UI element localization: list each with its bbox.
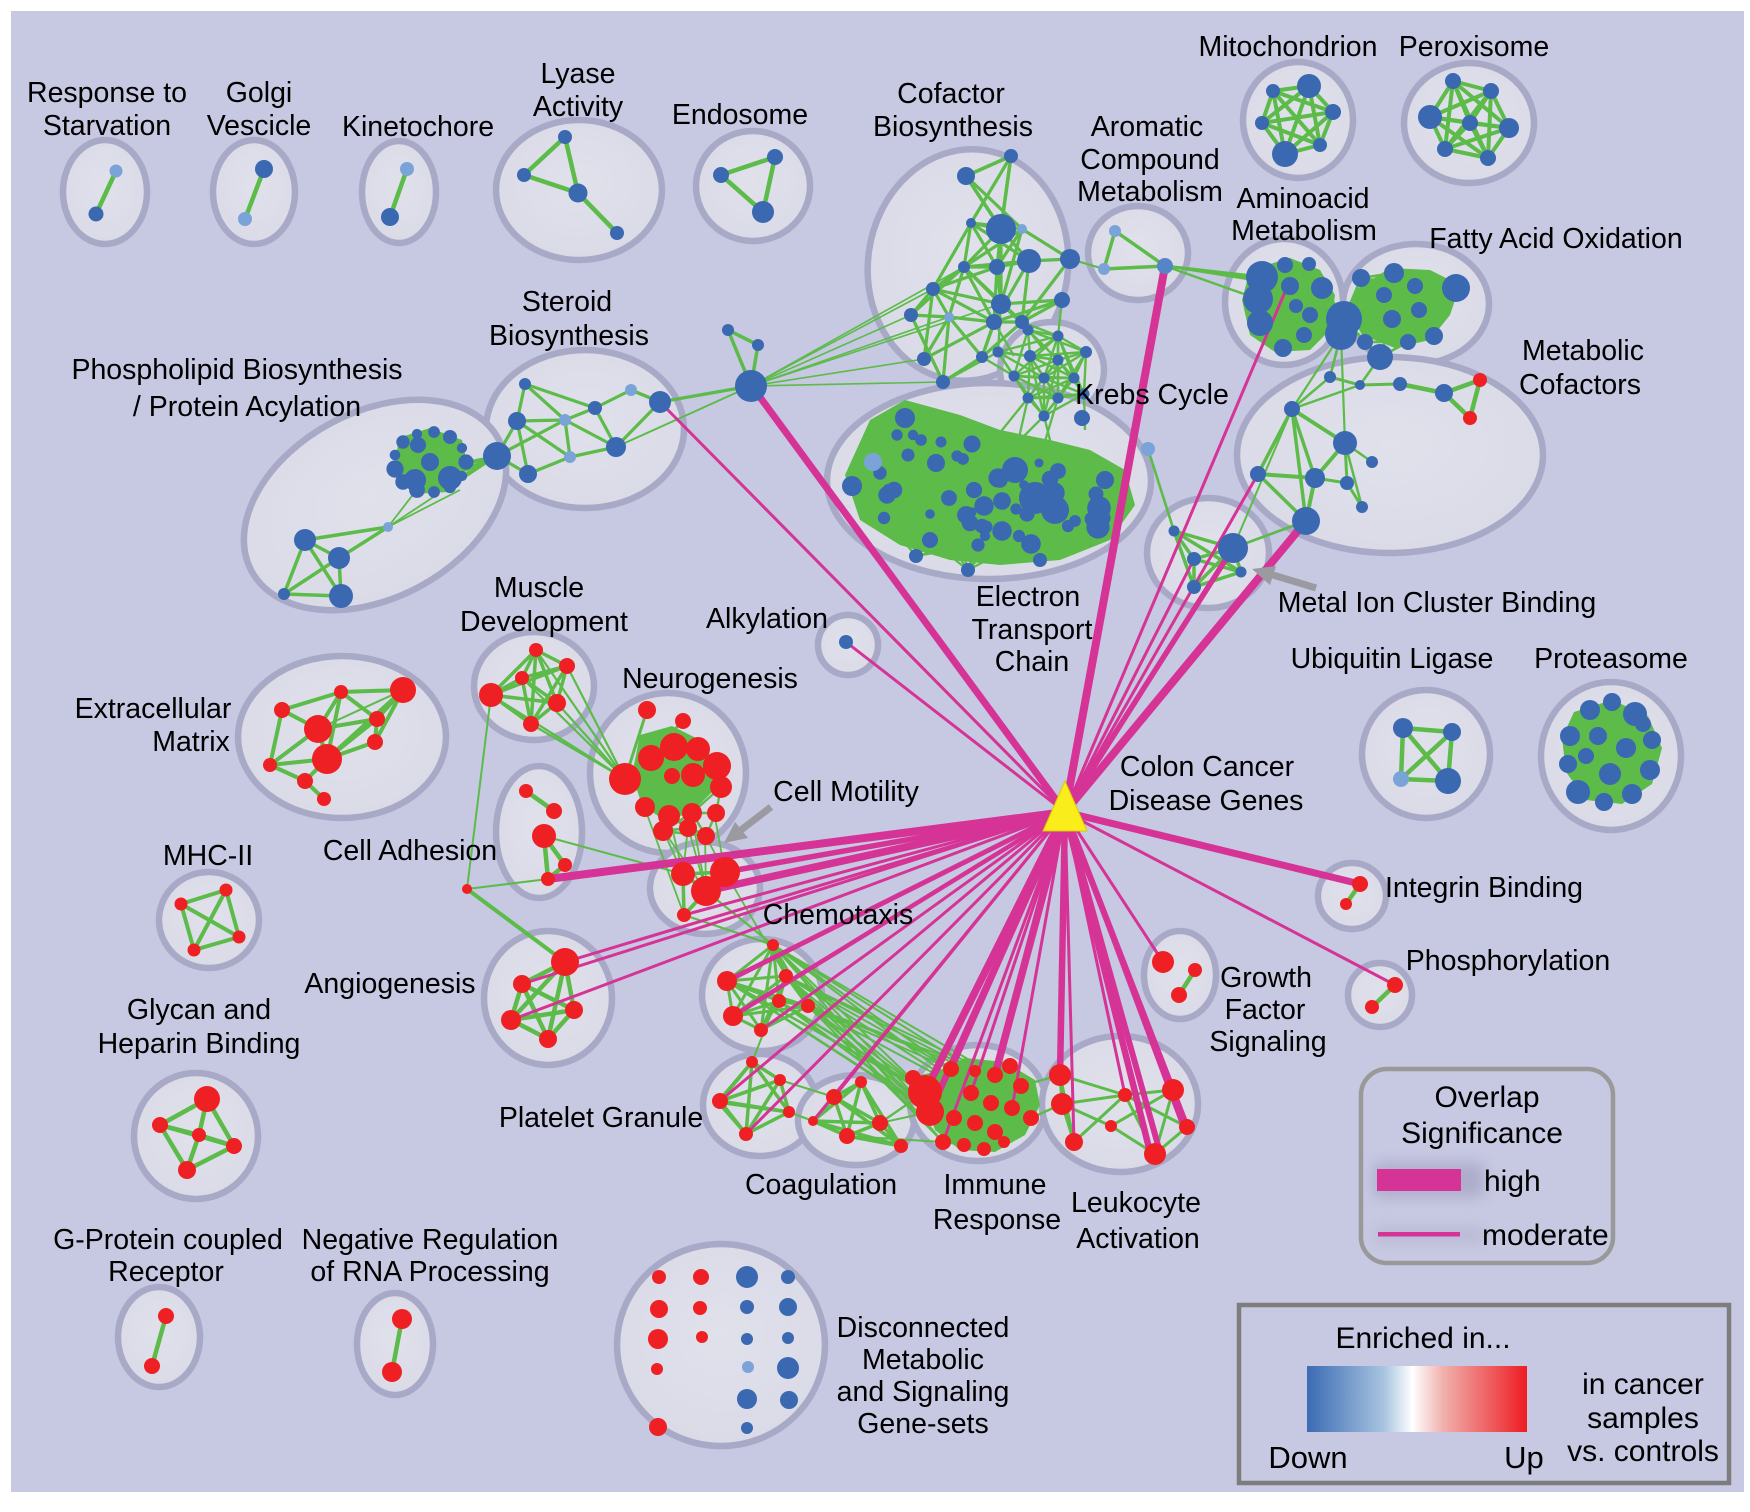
svg-text:Signaling: Signaling	[1209, 1026, 1326, 1058]
svg-text:Metabolic: Metabolic	[862, 1344, 984, 1376]
svg-text:Integrin Binding: Integrin Binding	[1385, 872, 1583, 904]
svg-text:high: high	[1484, 1165, 1541, 1198]
svg-text:Golgi: Golgi	[226, 77, 293, 109]
svg-text:Metabolism: Metabolism	[1231, 215, 1377, 247]
svg-text:Transport: Transport	[972, 614, 1093, 646]
svg-text:Up: Up	[1504, 1440, 1544, 1475]
svg-text:Steroid: Steroid	[522, 286, 612, 318]
svg-text:Glycan and: Glycan and	[127, 994, 271, 1026]
svg-text:Response: Response	[933, 1204, 1061, 1236]
svg-text:Angiogenesis: Angiogenesis	[304, 968, 475, 1000]
svg-text:Lyase: Lyase	[541, 58, 616, 90]
svg-text:G-Protein coupled: G-Protein coupled	[53, 1224, 283, 1256]
svg-text:Neurogenesis: Neurogenesis	[622, 663, 798, 695]
svg-text:Cell Adhesion: Cell Adhesion	[323, 835, 497, 867]
svg-text:Cofactors: Cofactors	[1519, 369, 1641, 401]
svg-text:Starvation: Starvation	[43, 110, 171, 142]
svg-text:Immune: Immune	[944, 1169, 1047, 1201]
svg-text:Biosynthesis: Biosynthesis	[489, 320, 649, 352]
svg-text:Heparin Binding: Heparin Binding	[98, 1028, 301, 1060]
svg-text:Muscle: Muscle	[494, 572, 584, 604]
svg-text:Coagulation: Coagulation	[745, 1169, 897, 1201]
svg-text:Gene-sets: Gene-sets	[857, 1408, 988, 1440]
svg-text:Chemotaxis: Chemotaxis	[763, 899, 913, 931]
svg-text:Platelet Granule: Platelet Granule	[499, 1102, 703, 1134]
svg-text:Overlap: Overlap	[1434, 1081, 1539, 1114]
svg-text:Receptor: Receptor	[108, 1256, 224, 1288]
svg-text:Colon Cancer: Colon Cancer	[1120, 751, 1295, 783]
svg-text:vs. controls: vs. controls	[1567, 1435, 1719, 1468]
svg-text:MHC-II: MHC-II	[163, 840, 253, 872]
svg-text:Phospholipid Biosynthesis: Phospholipid Biosynthesis	[71, 354, 402, 386]
svg-text:Metabolism: Metabolism	[1077, 176, 1223, 208]
svg-text:Biosynthesis: Biosynthesis	[873, 111, 1033, 143]
svg-text:of RNA Processing: of RNA Processing	[310, 1256, 549, 1288]
svg-text:Metal Ion Cluster Binding: Metal Ion Cluster Binding	[1278, 587, 1596, 619]
svg-text:Phosphorylation: Phosphorylation	[1406, 945, 1610, 977]
svg-text:Vescicle: Vescicle	[207, 110, 312, 142]
svg-text:Fatty Acid Oxidation: Fatty Acid Oxidation	[1429, 223, 1682, 255]
svg-text:Disease Genes: Disease Genes	[1109, 785, 1304, 817]
svg-text:Enriched in...: Enriched in...	[1335, 1322, 1510, 1355]
svg-text:Significance: Significance	[1401, 1117, 1563, 1150]
svg-text:Activation: Activation	[1076, 1223, 1200, 1255]
svg-text:Compound: Compound	[1080, 144, 1219, 176]
svg-text:Extracellular: Extracellular	[75, 693, 232, 725]
svg-text:Activity: Activity	[533, 91, 624, 123]
svg-text:Growth: Growth	[1220, 962, 1312, 994]
svg-text:Krebs Cycle: Krebs Cycle	[1075, 379, 1229, 411]
svg-text:Proteasome: Proteasome	[1534, 643, 1688, 675]
svg-text:Kinetochore: Kinetochore	[342, 111, 494, 143]
svg-text:Aminoacid: Aminoacid	[1236, 183, 1369, 215]
svg-text:moderate: moderate	[1482, 1219, 1609, 1252]
svg-text:Cofactor: Cofactor	[897, 78, 1005, 110]
svg-text:and Signaling: and Signaling	[837, 1376, 1010, 1408]
svg-text:Endosome: Endosome	[672, 99, 808, 131]
svg-text:in cancer: in cancer	[1582, 1368, 1704, 1401]
svg-text:Disconnected: Disconnected	[837, 1312, 1010, 1344]
svg-text:Peroxisome: Peroxisome	[1399, 31, 1549, 63]
svg-text:Negative Regulation: Negative Regulation	[302, 1224, 559, 1256]
svg-text:Metabolic: Metabolic	[1522, 335, 1644, 367]
svg-text:Electron: Electron	[976, 581, 1081, 613]
svg-text:Ubiquitin Ligase: Ubiquitin Ligase	[1291, 643, 1494, 675]
svg-text:Mitochondrion: Mitochondrion	[1198, 31, 1377, 63]
svg-text:Chain: Chain	[995, 646, 1069, 678]
svg-text:Leukocyte: Leukocyte	[1071, 1187, 1201, 1219]
svg-text:Alkylation: Alkylation	[706, 603, 828, 635]
svg-text:Cell Motility: Cell Motility	[773, 776, 919, 808]
svg-text:Development: Development	[460, 606, 628, 638]
svg-text:samples: samples	[1587, 1402, 1699, 1435]
svg-text:Aromatic: Aromatic	[1091, 111, 1203, 143]
svg-text:Factor: Factor	[1225, 994, 1306, 1026]
svg-text:/ Protein Acylation: / Protein Acylation	[133, 391, 361, 423]
svg-text:Down: Down	[1268, 1440, 1347, 1475]
svg-text:Matrix: Matrix	[152, 726, 230, 758]
svg-text:Response to: Response to	[27, 77, 187, 109]
